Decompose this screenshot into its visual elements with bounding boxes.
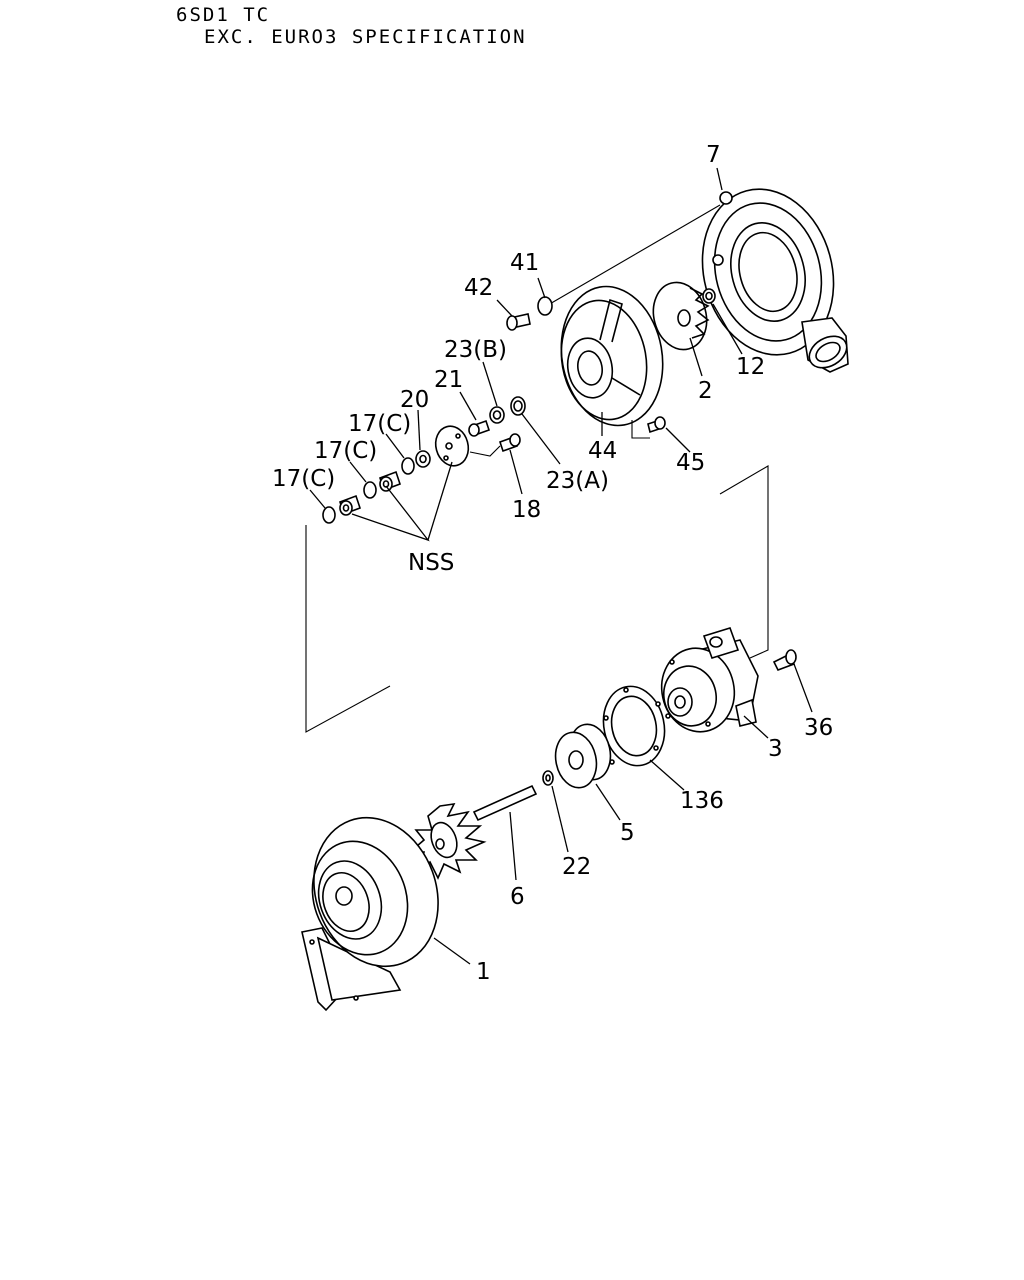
bearing-1 — [378, 470, 402, 492]
diagram-header: 6SD1 TC EXC. EURO3 SPECIFICATION — [176, 4, 527, 48]
part-2-compressor-wheel — [652, 281, 710, 351]
label-17c-3: 17(C) — [272, 466, 335, 492]
part-36-bolt — [772, 649, 797, 672]
part-22-ring — [542, 770, 554, 786]
label-45: 45 — [676, 450, 705, 476]
part-3-bearing-housing — [660, 627, 759, 733]
label-2: 2 — [698, 378, 713, 404]
part-44-back-plate — [560, 285, 664, 427]
part-7-compressor-housing — [701, 188, 849, 373]
label-136: 136 — [680, 788, 724, 814]
specification-note: EXC. EURO3 SPECIFICATION — [204, 26, 527, 48]
part-42-bolt — [506, 313, 531, 331]
label-17c-2: 17(C) — [314, 438, 377, 464]
part-18-screw — [498, 433, 521, 453]
label-nss: NSS — [408, 550, 454, 576]
label-22: 22 — [562, 854, 591, 880]
label-18: 18 — [512, 497, 541, 523]
part-17c-ring-2 — [363, 481, 377, 499]
label-44: 44 — [588, 438, 617, 464]
label-41: 41 — [510, 250, 539, 276]
part-17c-ring-1 — [401, 457, 415, 475]
label-1: 1 — [476, 959, 491, 985]
label-5: 5 — [620, 820, 635, 846]
part-136-gasket — [602, 685, 666, 767]
part-45-bolt — [647, 416, 666, 434]
bearing-2 — [338, 494, 362, 516]
part-20-ring — [415, 450, 431, 468]
part-12-nut — [702, 288, 716, 304]
part-5-seal-plate — [554, 723, 612, 789]
label-21: 21 — [434, 367, 463, 393]
part-1-turbine-housing — [301, 816, 439, 1012]
label-3: 3 — [768, 736, 783, 762]
part-23a-ring — [510, 396, 526, 416]
part-17c-ring-3 — [322, 506, 336, 524]
label-7: 7 — [706, 142, 721, 168]
thrust-plate — [434, 425, 470, 467]
label-20: 20 — [400, 387, 429, 413]
label-12: 12 — [736, 354, 765, 380]
part-41-washer — [537, 296, 553, 316]
label-6: 6 — [510, 884, 525, 910]
label-23a: 23(A) — [546, 468, 609, 494]
part-21-oil-seal-sleeve — [468, 419, 491, 437]
label-36: 36 — [804, 715, 833, 741]
part-23b-ring — [489, 406, 505, 424]
label-17c-1: 17(C) — [348, 411, 411, 437]
model-code: 6SD1 TC — [176, 4, 271, 26]
label-23b: 23(B) — [444, 337, 507, 363]
part-6-turbine-wheel-shaft — [407, 784, 538, 880]
label-42: 42 — [464, 275, 493, 301]
